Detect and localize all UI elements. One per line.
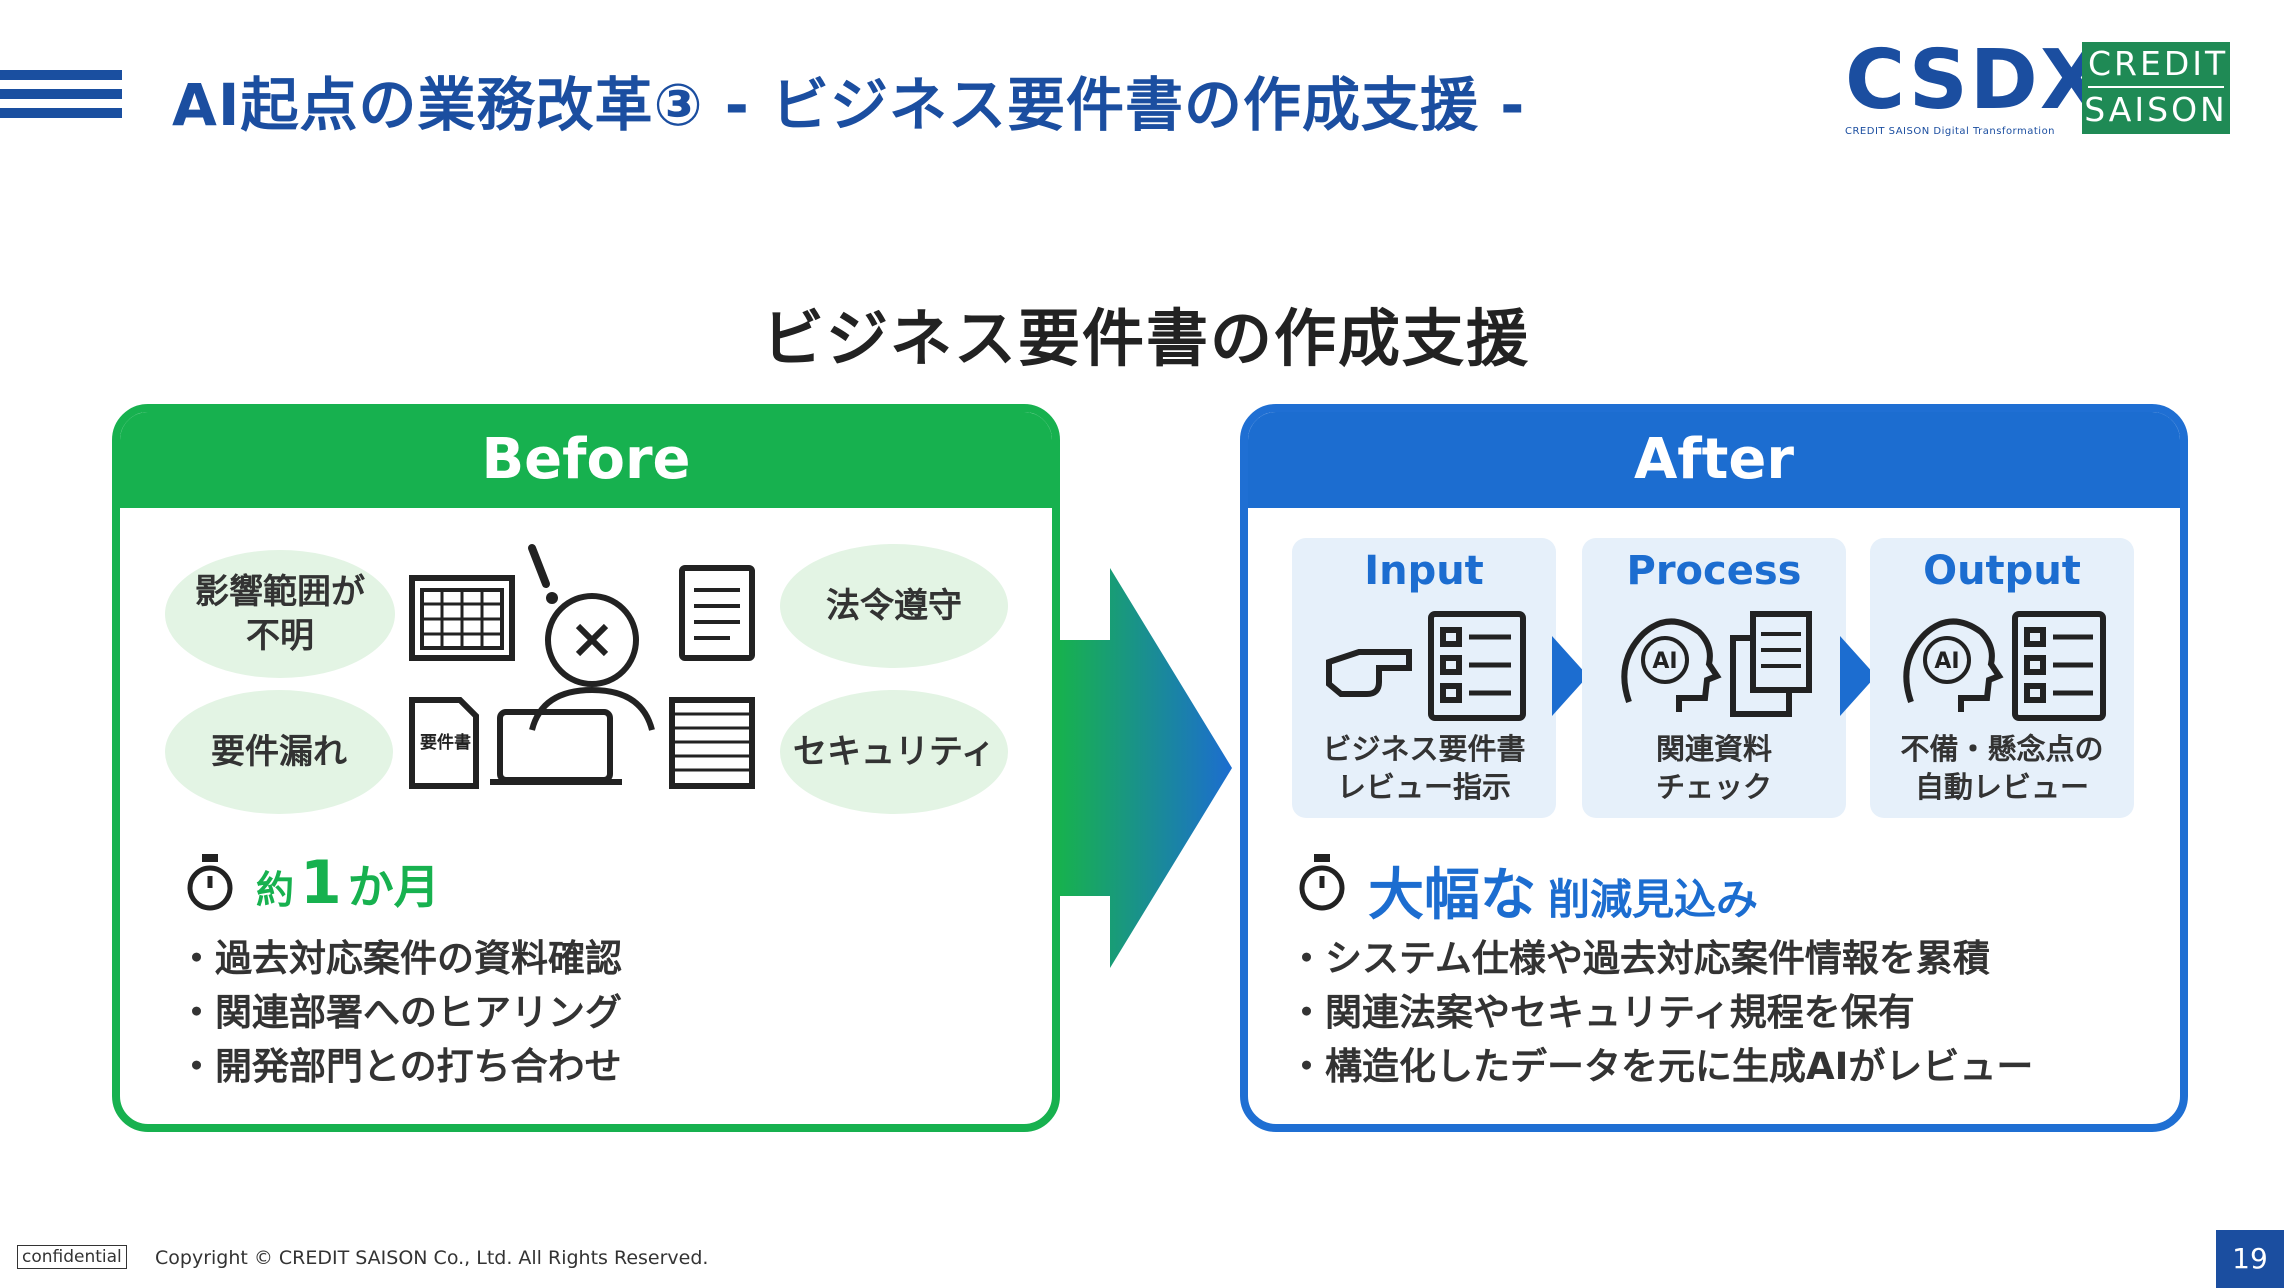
bubble-security: セキュリティ <box>780 690 1008 814</box>
step-title: Input <box>1364 548 1484 594</box>
slide-heading: ビジネス要件書の作成支援 <box>761 302 1530 375</box>
stopwatch-icon <box>187 854 233 911</box>
step-arrow-icon <box>1552 636 1588 716</box>
result-small: 削減見込み <box>1548 875 1759 924</box>
list-item: ・過去対応案件の資料確認 <box>178 937 622 980</box>
credit-saison-logo: CREDIT SAISON <box>2082 42 2230 134</box>
page-number: 19 <box>2216 1230 2284 1288</box>
requirement-doc-label: 要件書 <box>420 733 471 753</box>
bubble-compliance: 法令遵守 <box>780 544 1008 668</box>
csdx-logo-text: CSDX <box>1845 33 2106 128</box>
step-caption: ビジネス要件書 レビュー指示 <box>1322 732 1526 804</box>
list-item: ・構造化したデータを元に生成AIがレビュー <box>1288 1045 2034 1088</box>
step-caption: 関連資料 チェック <box>1655 732 1772 804</box>
list-item: ・開発部門との打ち合わせ <box>178 1045 622 1088</box>
duration-prefix: 約 <box>256 868 295 912</box>
saison-logo-line2: SAISON <box>2084 90 2228 129</box>
confidential-label: confidential <box>17 1245 127 1269</box>
ai-head-documents-icon: AI <box>1621 611 1812 717</box>
after-list: ・システム仕様や過去対応案件情報を累積 ・関連法案やセキュリティ規程を保有 ・構… <box>1288 932 2033 1094</box>
after-title: After <box>1248 412 2180 508</box>
list-item: ・関連部署へのヒアリング <box>178 991 622 1034</box>
saison-logo-line1: CREDIT <box>2088 42 2225 88</box>
copyright-text: Copyright © CREDIT SAISON Co., Ltd. All … <box>155 1247 709 1269</box>
before-list: ・過去対応案件の資料確認 ・関連部署へのヒアリング ・開発部門との打ち合わせ <box>178 932 622 1094</box>
before-title: Before <box>120 412 1052 508</box>
worried-person-illustration <box>409 544 755 789</box>
result-big: 大幅な <box>1368 863 1536 928</box>
list-item: ・関連法案やセキュリティ規程を保有 <box>1288 991 1915 1034</box>
after-result: 大幅な削減見込み <box>1368 850 1758 931</box>
step-arrow-icon <box>1840 636 1876 716</box>
ai-label: AI <box>1934 649 1959 674</box>
step-output: Output AI 不備・懸念点の 自動レビュー <box>1870 538 2134 818</box>
header-stripes <box>0 70 122 127</box>
csdx-logo-subtext: CREDIT SAISON Digital Transformation <box>1845 126 2056 137</box>
step-input: Input ビジネス要件書 レビュー指示 <box>1292 538 1556 818</box>
list-item: ・システム仕様や過去対応案件情報を累積 <box>1288 937 1990 980</box>
page-title: AI起点の業務改革③ - ビジネス要件書の作成支援 - <box>172 71 1526 139</box>
duration-number: 1 <box>300 848 342 918</box>
bubble-impact-unclear: 影響範囲が 不明 <box>165 550 395 678</box>
csdx-logo: CSDX CREDIT SAISON Digital Transformatio… <box>1845 33 2106 140</box>
step-title: Process <box>1626 548 1802 594</box>
bubble-requirement-omission: 要件漏れ <box>165 690 393 814</box>
step-title: Output <box>1923 548 2081 594</box>
step-caption: 不備・懸念点の 自動レビュー <box>1900 732 2104 804</box>
pointing-hand-document-icon <box>1326 611 1526 721</box>
stopwatch-icon <box>1299 854 1345 911</box>
ai-head-checklist-icon: AI <box>1903 611 2106 721</box>
ai-label: AI <box>1652 649 1677 674</box>
duration-suffix: か月 <box>347 860 440 914</box>
transition-arrow-icon <box>1060 568 1232 968</box>
step-process: Process AI 関連資料 チェック <box>1582 538 1846 818</box>
